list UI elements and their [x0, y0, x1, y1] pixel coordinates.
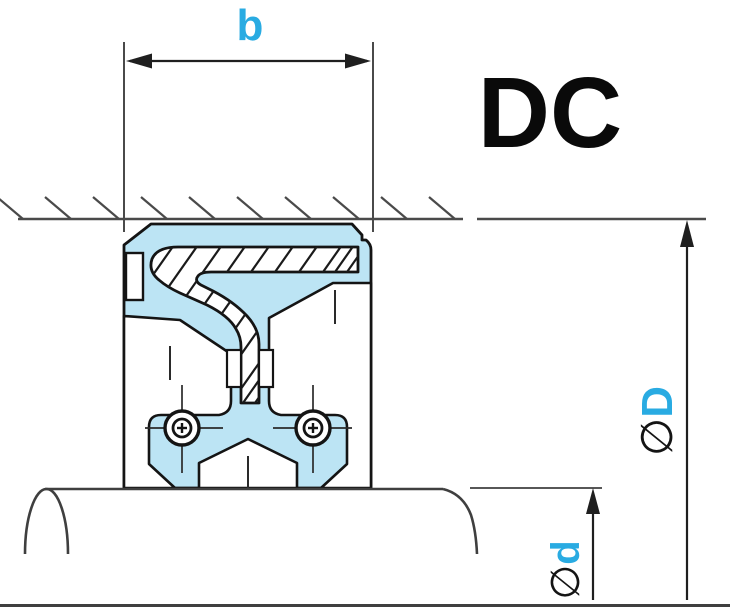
arrowhead-up-icon [586, 488, 600, 514]
arrowhead-right-icon [345, 53, 371, 69]
arrowhead-left-icon [126, 53, 152, 69]
shaft [23, 487, 602, 555]
dim-outer-diameter: ∅D [633, 220, 694, 600]
diameter-symbol: ∅ [544, 565, 588, 600]
housing-hatch-marks [0, 196, 456, 220]
diameter-letter: D [633, 386, 682, 418]
case-leg-block-left [225, 348, 243, 389]
label-outer-diameter: ∅D [633, 386, 682, 456]
diameter-letter: d [544, 540, 588, 564]
shaft-end-arc [23, 487, 70, 555]
dim-inner-diameter: ∅d [544, 488, 600, 600]
garter-spring-left [145, 385, 223, 473]
air-pocket-left [122, 314, 233, 490]
label-inner-diameter: ∅d [544, 540, 588, 599]
seal-type-label: DC [478, 57, 622, 169]
face-recess [124, 251, 145, 302]
housing-bore-surface [0, 196, 706, 221]
case-leg-block-right [257, 348, 275, 389]
metal-case-outline [149, 245, 360, 405]
arrowhead-up-icon [680, 220, 694, 247]
air-pocket-right [267, 281, 373, 490]
diameter-symbol: ∅ [633, 418, 682, 456]
dim-seal-width: b [123, 1, 374, 232]
label-width-b: b [237, 1, 264, 50]
garter-spring-right [273, 385, 352, 473]
shaft-shoulder-fillet [442, 487, 479, 555]
